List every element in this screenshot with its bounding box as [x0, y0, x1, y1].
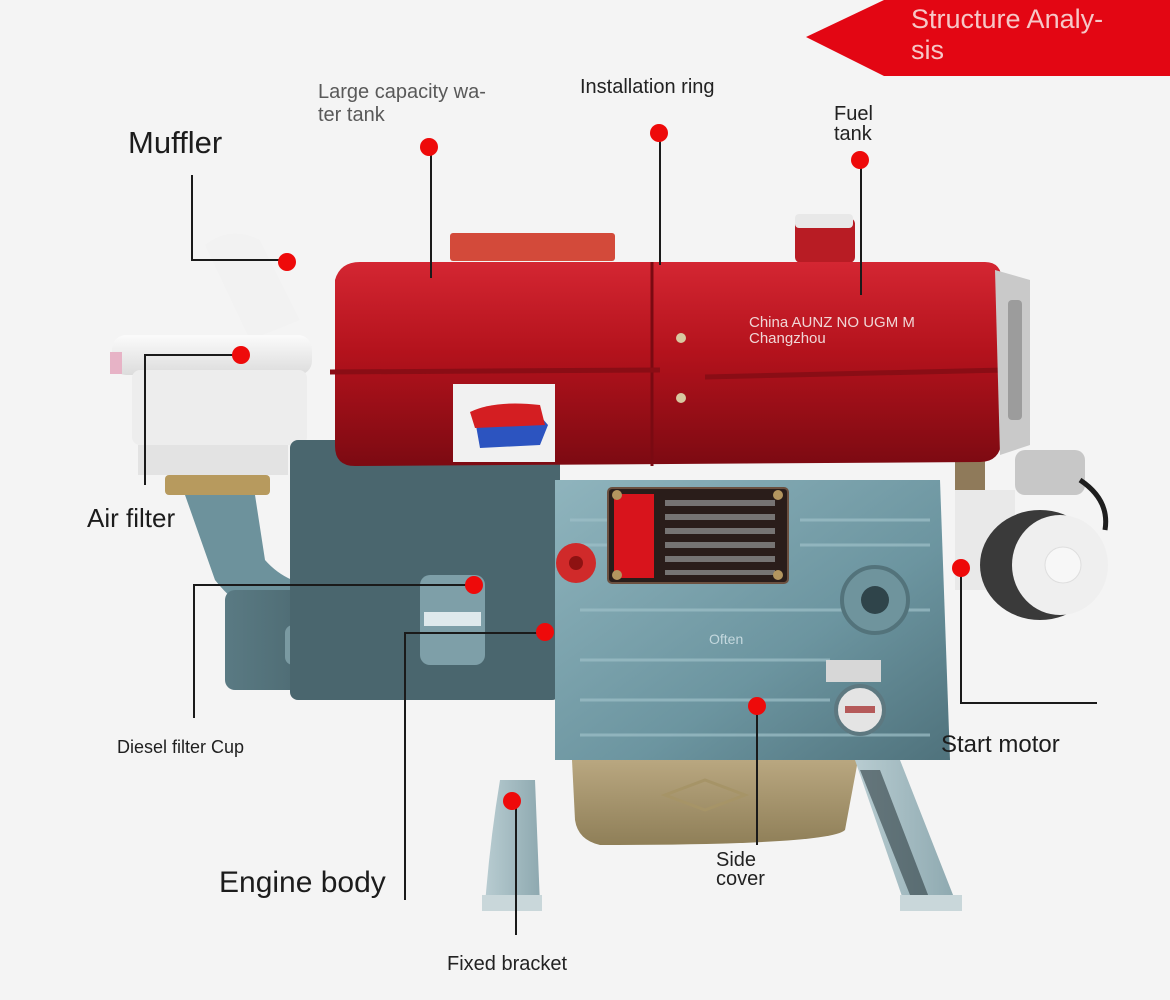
label-fixed-bracket: Fixed bracket: [447, 953, 568, 975]
fuel-tank-brand-marking: China AUNZ NO UGM M Changzhou: [749, 315, 915, 347]
brand-line-1: China AUNZ NO UGM M: [749, 314, 915, 331]
label-diesel-filter-cup: Diesel filter Cup: [117, 737, 245, 757]
label-installation-ring: Installation ring: [580, 76, 715, 98]
label-water-tank-line-1: Large capacity wa-: [318, 81, 486, 103]
label-fuel-tank-line-1: Fuel: [834, 103, 873, 125]
label-water-tank-line-2: ter tank: [318, 104, 385, 126]
label-air-filter: Air filter: [87, 503, 176, 533]
banner-title: Structure Analy- sis: [911, 4, 1103, 66]
label-side-cover-line-2: cover: [716, 868, 765, 890]
banner-title-line-2: sis: [911, 35, 944, 65]
label-fuel-tank-line-2: tank: [834, 123, 872, 145]
label-engine-body: Engine body: [219, 866, 386, 899]
brand-line-2: Changzhou: [749, 330, 826, 347]
banner-arrow-shape: [806, 0, 1170, 76]
side-plate-marking: Often: [709, 631, 744, 647]
banner-title-line-1: Structure Analy-: [911, 4, 1104, 34]
structure-analysis-banner: Structure Analy- sis: [806, 0, 1170, 76]
label-side-cover-line-1: Side: [716, 849, 757, 871]
label-water-tank: Large capacity wa- ter tank: [318, 81, 486, 127]
label-start-motor: Start motor: [941, 731, 1060, 758]
label-side-cover: Side cover: [716, 849, 765, 890]
muffler-pipe: [205, 233, 300, 340]
label-muffler: Muffler: [128, 125, 223, 160]
label-fuel-tank: Fuel tank: [834, 104, 873, 144]
